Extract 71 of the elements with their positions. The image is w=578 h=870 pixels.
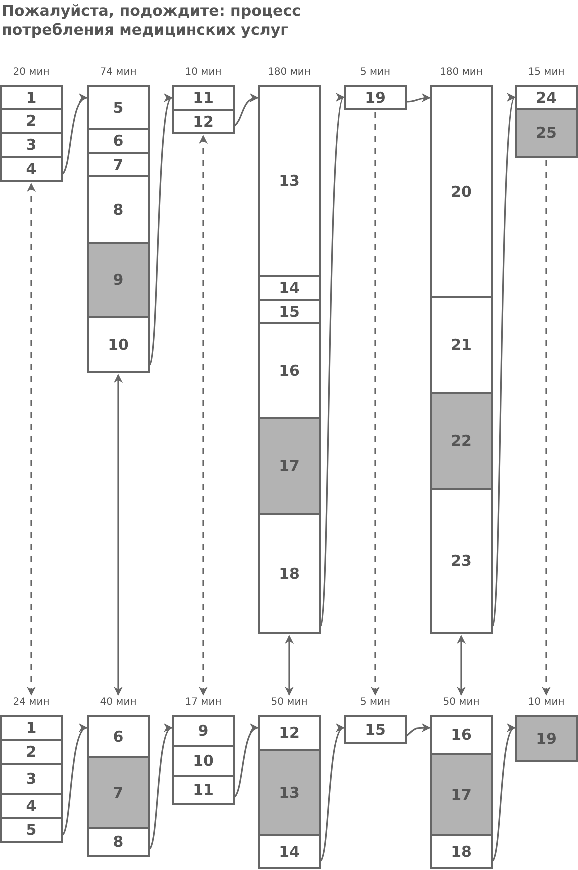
flow-arrow xyxy=(406,724,431,737)
step-cell: 5 xyxy=(0,817,63,843)
step-cell: 24 xyxy=(515,85,578,110)
step-cell: 17 xyxy=(430,753,493,836)
duration-label: 50 мин xyxy=(271,696,308,710)
step-cell: 21 xyxy=(430,296,493,394)
comparison-arrow xyxy=(457,635,466,696)
step-cell: 9 xyxy=(172,715,235,747)
step-cell: 2 xyxy=(0,739,63,765)
duration-label: 50 мин xyxy=(443,696,480,710)
duration-label: 74 мин xyxy=(100,66,137,80)
step-cell: 6 xyxy=(87,128,150,154)
comparison-arrow xyxy=(199,135,208,696)
flow-arrow xyxy=(234,726,259,798)
step-cell: 16 xyxy=(430,715,493,755)
step-cell: 10 xyxy=(172,745,235,777)
step-cell: 8 xyxy=(87,827,150,857)
step-cell: 15 xyxy=(344,715,407,744)
step-cell: 11 xyxy=(172,85,235,111)
step-cell: 19 xyxy=(344,85,407,110)
step-cell: 2 xyxy=(0,108,63,134)
duration-label: 17 мин xyxy=(185,696,222,710)
step-cell: 25 xyxy=(515,108,578,158)
step-cell: 13 xyxy=(258,749,321,836)
step-cell: 13 xyxy=(258,85,321,277)
step-cell: 17 xyxy=(258,417,321,515)
duration-label: 10 мин xyxy=(528,696,565,710)
step-cell: 22 xyxy=(430,392,493,490)
duration-label: 10 мин xyxy=(185,66,222,80)
step-cell: 18 xyxy=(258,513,321,634)
comparison-arrow xyxy=(371,112,380,696)
flow-arrow xyxy=(406,94,431,103)
duration-label: 180 мин xyxy=(440,66,483,80)
step-cell: 16 xyxy=(258,322,321,419)
flow-arrow xyxy=(234,94,259,127)
step-cell: 23 xyxy=(430,488,493,634)
step-cell: 1 xyxy=(0,715,63,741)
step-cell: 7 xyxy=(87,152,150,177)
duration-label: 180 мин xyxy=(268,66,311,80)
step-cell: 12 xyxy=(258,715,321,751)
comparison-arrow xyxy=(285,635,294,696)
step-cell: 20 xyxy=(430,85,493,298)
duration-label: 40 мин xyxy=(100,696,137,710)
duration-label: 5 мин xyxy=(360,696,391,710)
step-cell: 14 xyxy=(258,834,321,869)
duration-label: 5 мин xyxy=(360,66,391,80)
step-cell: 18 xyxy=(430,834,493,869)
step-cell: 9 xyxy=(87,242,150,318)
comparison-arrow xyxy=(114,374,123,696)
step-cell: 8 xyxy=(87,175,150,244)
step-cell: 4 xyxy=(0,793,63,819)
duration-label: 15 мин xyxy=(528,66,565,80)
duration-label: 20 мин xyxy=(13,66,50,80)
step-cell: 7 xyxy=(87,756,150,829)
step-cell: 1 xyxy=(0,85,63,110)
comparison-arrow xyxy=(27,183,36,696)
step-cell: 3 xyxy=(0,763,63,795)
step-cell: 5 xyxy=(87,85,150,130)
duration-label: 24 мин xyxy=(13,696,50,710)
step-cell: 4 xyxy=(0,156,63,182)
step-cell: 14 xyxy=(258,275,321,301)
step-cell: 19 xyxy=(515,715,578,762)
step-cell: 15 xyxy=(258,299,321,324)
step-cell: 3 xyxy=(0,132,63,158)
step-cell: 12 xyxy=(172,109,235,134)
comparison-arrow xyxy=(542,160,551,696)
flow-arrow xyxy=(62,96,88,174)
title: Пожалуйста, подождите: процесс потребления медицинских услуг xyxy=(2,2,302,40)
step-cell: 6 xyxy=(87,715,150,758)
step-cell: 11 xyxy=(172,775,235,805)
step-cell: 10 xyxy=(87,316,150,373)
